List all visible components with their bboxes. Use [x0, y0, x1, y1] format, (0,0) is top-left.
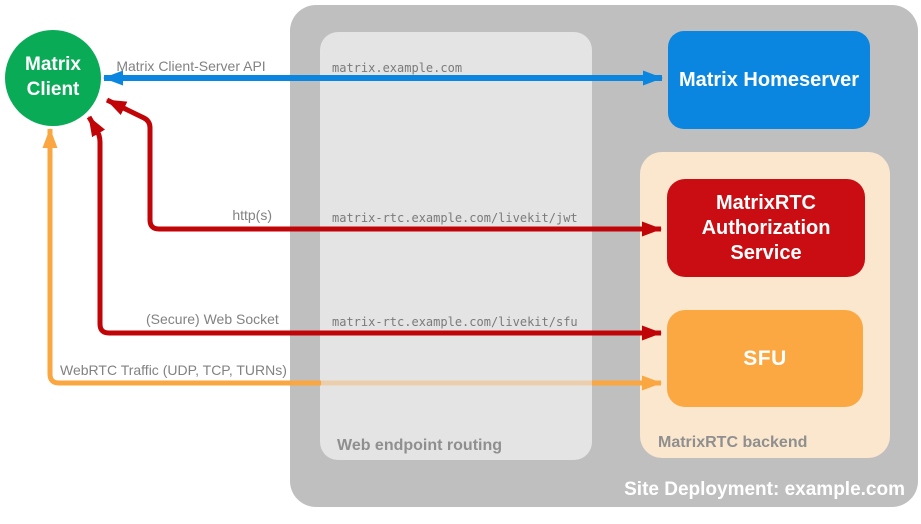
node-matrix-client: Matrix Client — [5, 30, 101, 126]
matrixrtc-backend-caption: MatrixRTC backend — [658, 434, 808, 451]
site-deployment-caption: Site Deployment: example.com — [624, 479, 905, 500]
node-sfu: SFU — [667, 310, 863, 407]
connection-label-https: http(s) — [232, 207, 272, 223]
connection-label-matrix-client-server-api: Matrix Client-Server API — [116, 58, 266, 74]
endpoint-url-livekit-sfu: matrix-rtc.example.com/livekit/sfu — [332, 315, 578, 329]
arrow-webrtc-traffic-client-segment — [42, 128, 321, 386]
web-endpoint-routing-caption: Web endpoint routing — [337, 437, 503, 454]
endpoint-url-homeserver: matrix.example.com — [332, 61, 463, 75]
node-matrixrtc-authorization-service: MatrixRTC Authorization Service — [667, 179, 865, 277]
web-endpoint-routing-container — [320, 32, 592, 460]
node-matrix-homeserver: Matrix Homeserver — [668, 31, 870, 129]
connection-label-webrtc-traffic: WebRTC Traffic (UDP, TCP, TURNs) — [60, 362, 287, 378]
connection-label-secure-web-socket: (Secure) Web Socket — [146, 311, 279, 327]
endpoint-url-livekit-jwt: matrix-rtc.example.com/livekit/jwt — [332, 211, 578, 225]
